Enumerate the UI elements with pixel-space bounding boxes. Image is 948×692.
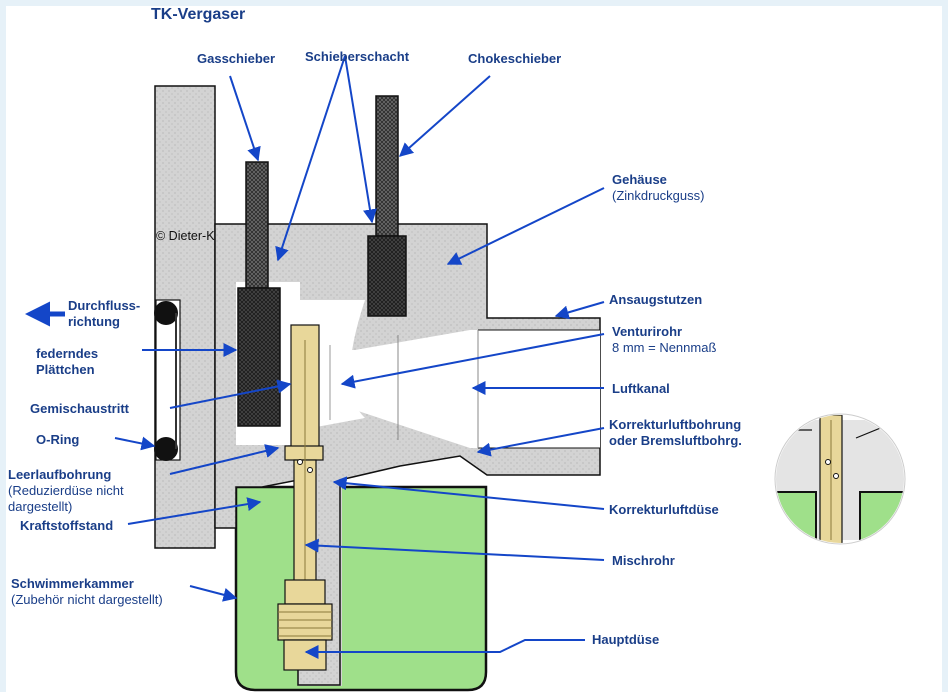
arrow-schieberschacht-b	[344, 55, 377, 224]
label-ansaugstutzen: Ansaugstutzen	[609, 292, 703, 307]
label-schieberschacht: Schieberschacht	[305, 49, 410, 64]
arrow-venturirohr	[340, 333, 605, 389]
choke-slide	[367, 95, 407, 317]
label-schwimmerkammer: Schwimmerkammer (Zubehör nicht dargestel…	[11, 576, 163, 607]
arrow-oring	[114, 436, 156, 451]
label-hauptduese: Hauptdüse	[592, 632, 660, 647]
label-gasschieber: Gasschieber	[197, 51, 276, 66]
label-venturirohr: Venturirohr 8 mm = Nennmaß	[612, 324, 717, 355]
label-schwimmerkammer-sub: (Zubehör nicht dargestellt)	[11, 592, 163, 607]
gas-slide	[237, 161, 281, 427]
label-chokeschieber: Chokeschieber	[468, 51, 562, 66]
arrow-gehaeuse	[446, 187, 605, 265]
label-arrows	[114, 55, 605, 659]
arrow-ansaugstutzen	[554, 301, 605, 320]
arrow-gemischaustritt	[169, 379, 292, 409]
label-gehaeuse-sub: (Zinkdruckguss)	[612, 188, 705, 203]
label-oring: O-Ring	[36, 432, 80, 447]
label-leerlaufbohrung: Leerlaufbohrung (Reduzierdüse nicht darg…	[8, 467, 124, 514]
label-gehaeuse: Gehäuse (Zinkdruckguss)	[612, 172, 705, 203]
o-ring	[154, 301, 178, 461]
arrow-mischrohr	[304, 538, 605, 561]
arrow-korrekturluftduese	[332, 476, 605, 510]
label-gemischaustritt: Gemischaustritt	[30, 401, 129, 416]
label-federndes-plaettchen: federndes Plättchen	[36, 346, 99, 377]
arrow-chokeschieber	[398, 75, 491, 157]
arrow-leerlaufbohrung	[169, 444, 280, 475]
arrow-kraftstoffstand	[127, 497, 262, 525]
arrow-schwimmerkammer	[189, 585, 238, 602]
mixing-tube	[277, 324, 333, 671]
label-venturirohr-sub: 8 mm = Nennmaß	[612, 340, 717, 355]
arrow-hauptduese	[304, 639, 585, 659]
label-korrekturluftduese: Korrekturluftdüse	[609, 502, 719, 517]
detail-inset	[774, 413, 906, 545]
label-luftkanal: Luftkanal	[612, 381, 670, 396]
label-mischrohr: Mischrohr	[612, 553, 675, 568]
arrow-schieberschacht-a	[275, 55, 346, 262]
label-durchflussrichtung: Durchfluss- richtung	[68, 298, 141, 329]
copyright-note: © Dieter-K	[156, 229, 215, 243]
float-chamber	[234, 470, 488, 692]
label-korrekturluftbohrung: Korrekturluftbohrung oder Bremsluftbohrg…	[609, 417, 742, 448]
label-leerlaufbohrung-sub1: (Reduzierdüse nicht	[8, 483, 124, 498]
arrow-korrekturluftbohrung	[476, 427, 605, 457]
arrow-gasschieber	[229, 75, 261, 162]
label-leerlaufbohrung-sub2: dargestellt)	[8, 499, 73, 514]
diagram-title: TK-Vergaser	[151, 6, 246, 23]
label-kraftstoffstand: Kraftstoffstand	[20, 518, 114, 533]
